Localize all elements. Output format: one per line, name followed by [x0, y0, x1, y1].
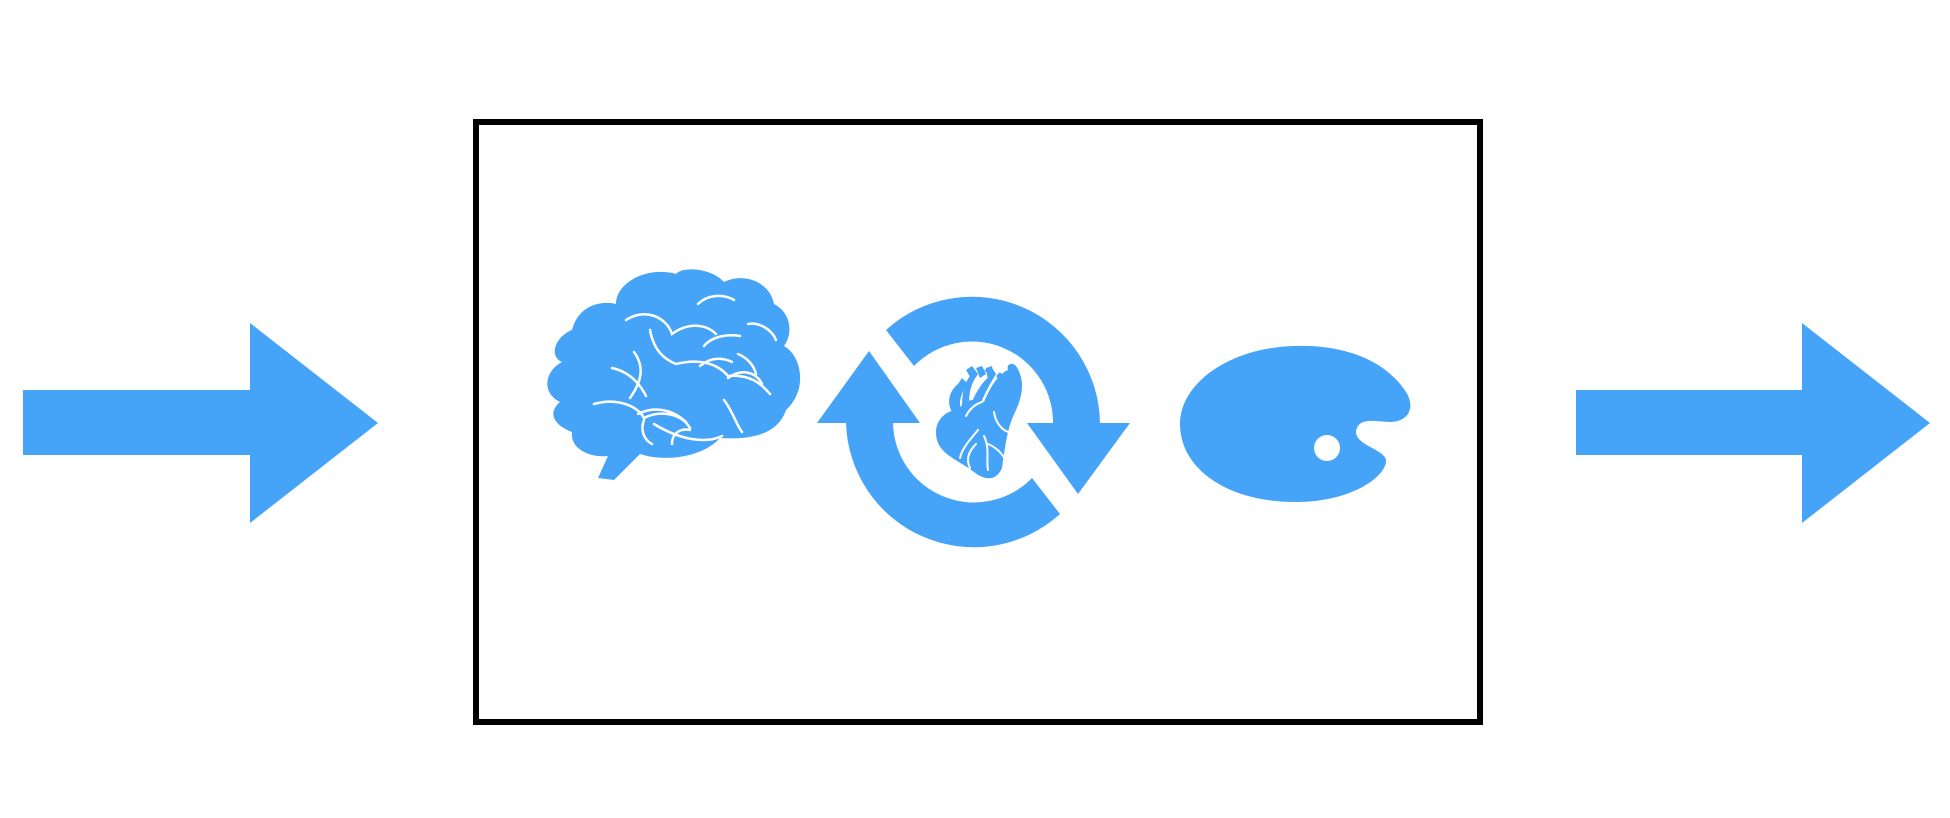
cycle-arrows-icon: [817, 296, 1130, 548]
input-arrow-icon: [23, 323, 378, 523]
process-box: [473, 119, 1483, 725]
artist-palette-icon: [1180, 345, 1411, 502]
output-arrow-icon: [1576, 323, 1930, 523]
anatomical-heart-icon: [936, 363, 1022, 479]
brain-icon: [547, 269, 801, 480]
